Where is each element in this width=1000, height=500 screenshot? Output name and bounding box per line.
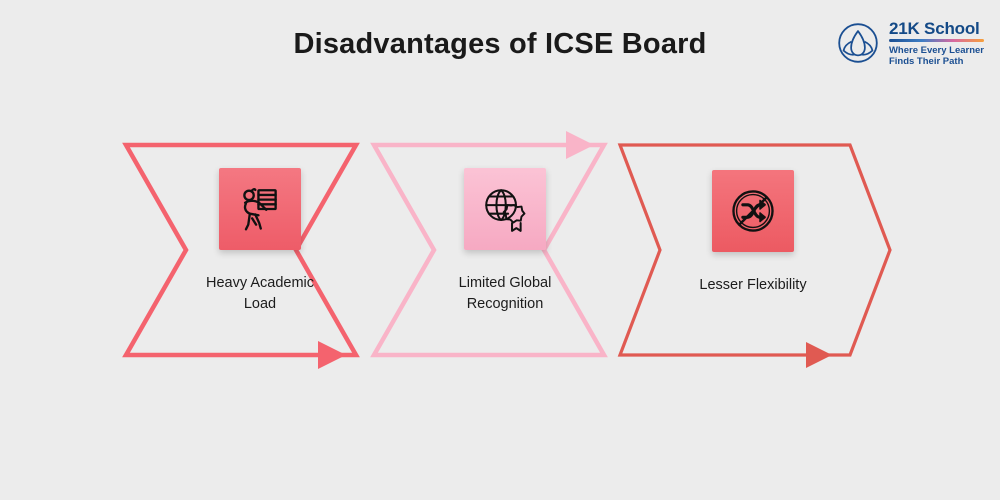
chevron-arrowhead-3: [806, 342, 832, 368]
chevron-arrowhead-2: [566, 131, 594, 159]
logo-tagline-line1: Where Every Learner: [888, 44, 984, 56]
step-label-2-line1: Limited Global: [458, 275, 552, 291]
globe-with-award-badge-icon: [485, 189, 526, 232]
process-step-lesser-flexibility: Lesser Flexibility: [658, 170, 848, 296]
chevron-step-3: [617, 143, 892, 368]
page-title: Disadvantages of ICSE Board: [293, 28, 707, 60]
step-label-3-line1: Lesser Flexibility: [699, 277, 807, 293]
chevron-step-2: [370, 131, 608, 358]
logo-text-block: 21K School Where Every Learner Finds The…: [888, 19, 984, 67]
person-carrying-books-icon: [243, 188, 277, 231]
chevron-arrowhead-1: [318, 341, 346, 369]
step-label-1-line1: Heavy Academic: [206, 275, 314, 291]
lotus-in-circle-icon: [838, 23, 878, 64]
no-shuffle-icon: [732, 190, 774, 232]
step-label-3: Lesser Flexibility: [699, 275, 806, 296]
logo-gradient-rule: [888, 39, 984, 42]
step-label-1-line2: Load: [243, 296, 277, 313]
brand-logo: 21K School Where Every Learner Finds The…: [836, 20, 984, 67]
icon-tile-1: [219, 168, 301, 250]
logo-tagline-line2: Finds Their Path: [888, 55, 964, 67]
step-label-2-line2: Recognition: [466, 296, 544, 313]
logo-name: 21K School: [888, 19, 980, 38]
chevron-outline-3: [617, 143, 892, 357]
icon-tile-2: [464, 168, 546, 250]
process-step-limited-global-recognition: Limited Global Recognition: [410, 168, 600, 315]
chevron-outline-2: [370, 142, 608, 358]
chevron-step-1: [122, 142, 360, 369]
icon-tile-3: [712, 170, 794, 252]
chevron-outline-1: [122, 142, 360, 358]
process-step-heavy-academic-load: Heavy Academic Load: [165, 168, 355, 315]
step-label-1: Heavy Academic Load: [206, 273, 314, 315]
step-label-2: Limited Global Recognition: [459, 273, 552, 315]
logo-tagline: Where Every Learner Finds Their Path: [889, 45, 984, 67]
